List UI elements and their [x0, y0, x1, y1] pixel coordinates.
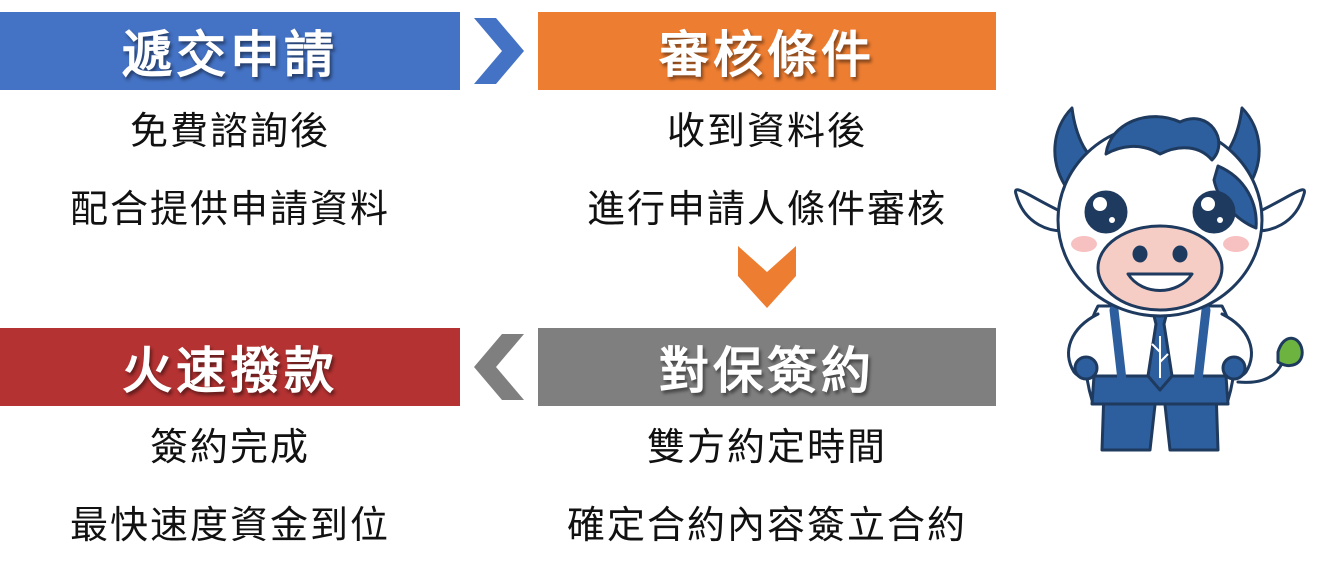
step-1-description: 免費諮詢後 配合提供申請資料	[0, 92, 460, 248]
cow-mascot-icon	[1014, 106, 1306, 452]
step-2-header: 審核條件	[538, 12, 996, 90]
step-4-line-1: 簽約完成	[149, 425, 310, 469]
step-4-title: 火速撥款	[122, 342, 338, 400]
step-3-line-2: 確定合約內容簽立合約	[566, 503, 967, 547]
chevron-down-icon	[738, 246, 796, 308]
step-1-line-1: 免費諮詢後	[129, 109, 330, 153]
step-1-header: 遞交申請	[0, 12, 460, 90]
step-4-description: 簽約完成 最快速度資金到位	[0, 408, 460, 564]
step-3-description: 雙方約定時間 確定合約內容簽立合約	[538, 408, 996, 564]
step-3-header: 對保簽約	[538, 328, 996, 406]
step-2-line-2: 進行申請人條件審核	[586, 187, 947, 231]
chevron-right-icon	[474, 18, 524, 84]
step-2-description: 收到資料後 進行申請人條件審核	[538, 92, 996, 248]
step-2-line-1: 收到資料後	[666, 109, 867, 153]
step-4-line-2: 最快速度資金到位	[69, 503, 390, 547]
step-1-line-2: 配合提供申請資料	[69, 187, 390, 231]
step-3-title: 對保簽約	[659, 342, 875, 400]
step-2-title: 審核條件	[659, 26, 875, 84]
step-3-line-1: 雙方約定時間	[646, 425, 887, 469]
step-4-header: 火速撥款	[0, 328, 460, 406]
step-1-title: 遞交申請	[122, 26, 338, 84]
chevron-left-icon	[474, 334, 524, 400]
